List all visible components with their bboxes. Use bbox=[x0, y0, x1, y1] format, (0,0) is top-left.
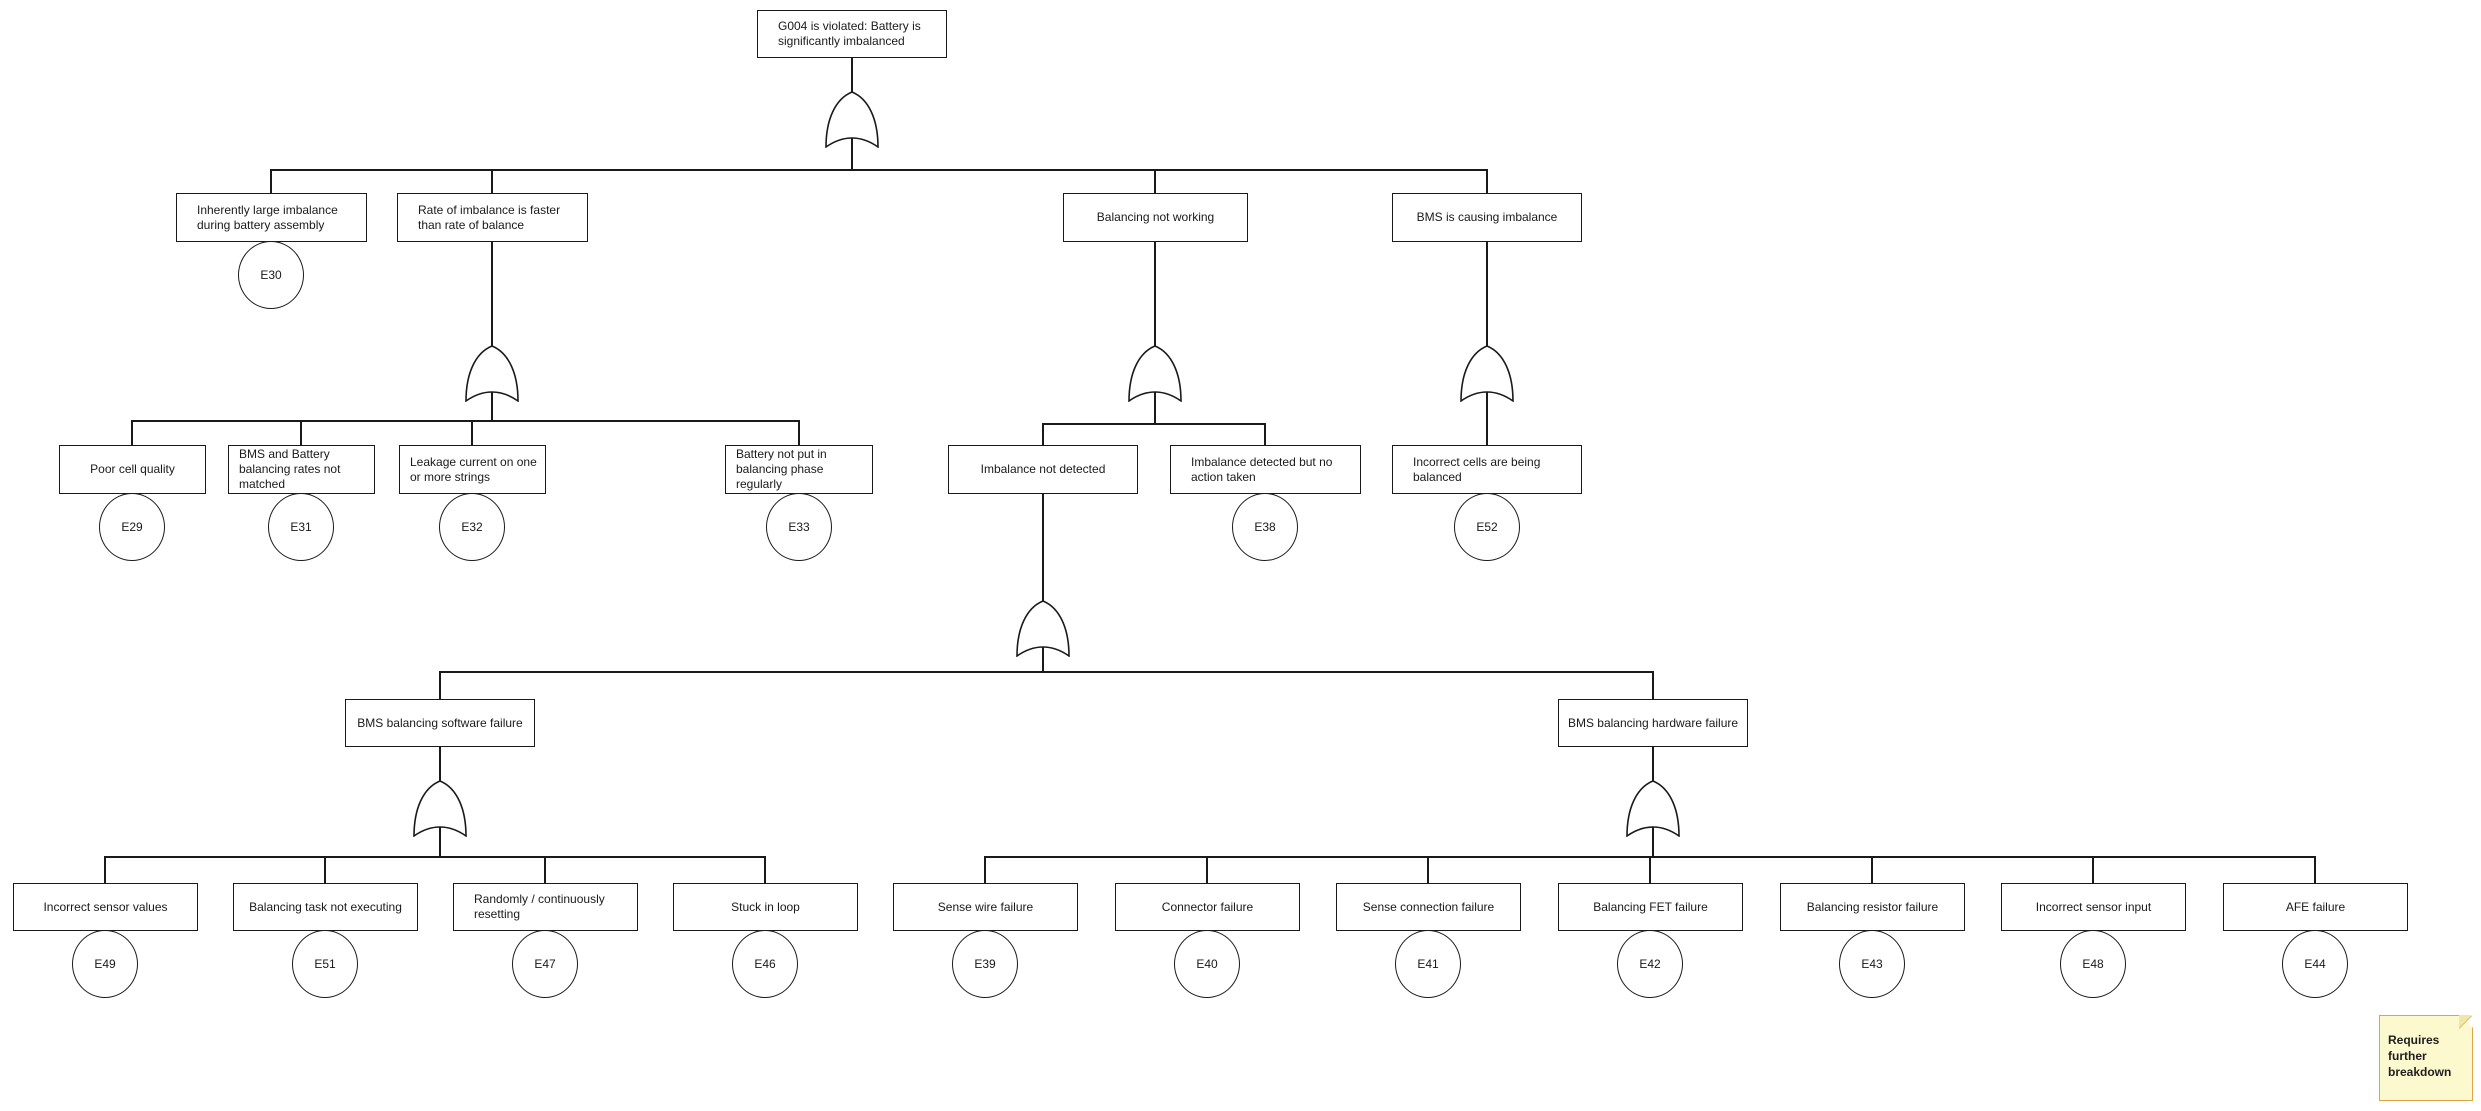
node-leakage-current[interactable]: Leakage current on one or more strings bbox=[399, 445, 546, 494]
node-inherent-imbalance[interactable]: Inherently large imbalance during batter… bbox=[176, 193, 367, 242]
connector bbox=[1871, 856, 1873, 883]
connector bbox=[1652, 747, 1654, 781]
connector bbox=[104, 856, 106, 883]
connector bbox=[439, 747, 441, 781]
basic-event-e29[interactable]: E29 bbox=[99, 493, 165, 561]
connector bbox=[1427, 856, 1429, 883]
basic-event-e52[interactable]: E52 bbox=[1454, 493, 1520, 561]
connector bbox=[851, 135, 853, 170]
node-task-not-executing[interactable]: Balancing task not executing bbox=[233, 883, 418, 931]
connector bbox=[439, 824, 441, 857]
node-bms-causing-imbalance[interactable]: BMS is causing imbalance bbox=[1392, 193, 1582, 242]
sticky-note-fold-icon bbox=[2459, 1015, 2472, 1028]
basic-event-e30[interactable]: E30 bbox=[238, 241, 304, 309]
connector bbox=[131, 420, 133, 445]
node-hw-failure[interactable]: BMS balancing hardware failure bbox=[1558, 699, 1748, 747]
connector bbox=[105, 856, 765, 858]
node-incorrect-cells-balanced[interactable]: Incorrect cells are being balanced bbox=[1392, 445, 1582, 494]
basic-event-e46[interactable]: E46 bbox=[732, 930, 798, 998]
sticky-note-text: Requires further breakdown bbox=[2388, 1033, 2452, 1079]
or-gate-icon[interactable] bbox=[412, 779, 468, 837]
connector bbox=[1206, 856, 1208, 883]
connector bbox=[1652, 671, 1654, 699]
connector bbox=[324, 856, 326, 883]
connector bbox=[2314, 856, 2316, 883]
node-rate-of-imbalance[interactable]: Rate of imbalance is faster than rate of… bbox=[397, 193, 588, 242]
node-poor-cell-quality[interactable]: Poor cell quality bbox=[59, 445, 206, 494]
basic-event-e48[interactable]: E48 bbox=[2060, 930, 2126, 998]
connector bbox=[491, 169, 493, 193]
node-rates-not-matched[interactable]: BMS and Battery balancing rates not matc… bbox=[228, 445, 375, 494]
connector bbox=[491, 242, 493, 347]
connector bbox=[1154, 242, 1156, 347]
connector bbox=[1042, 644, 1044, 672]
basic-event-e47[interactable]: E47 bbox=[512, 930, 578, 998]
connector bbox=[132, 420, 799, 422]
connector bbox=[439, 671, 441, 699]
node-imbalance-not-detected[interactable]: Imbalance not detected bbox=[948, 445, 1138, 494]
node-sw-failure[interactable]: BMS balancing software failure bbox=[345, 699, 535, 747]
connector bbox=[1154, 389, 1156, 424]
node-sense-wire-failure[interactable]: Sense wire failure bbox=[893, 883, 1078, 931]
connector bbox=[491, 389, 493, 421]
connector bbox=[1042, 494, 1044, 601]
node-afe-failure[interactable]: AFE failure bbox=[2223, 883, 2408, 931]
connector bbox=[1264, 423, 1266, 445]
connector bbox=[271, 169, 1487, 171]
connector bbox=[1486, 389, 1488, 445]
node-no-action-taken[interactable]: Imbalance detected but no action taken bbox=[1170, 445, 1361, 494]
basic-event-e44[interactable]: E44 bbox=[2282, 930, 2348, 998]
or-gate-icon[interactable] bbox=[1015, 599, 1071, 657]
connector bbox=[851, 58, 853, 92]
connector bbox=[984, 856, 986, 883]
connector bbox=[270, 169, 272, 193]
basic-event-e32[interactable]: E32 bbox=[439, 493, 505, 561]
node-sense-connection-failure[interactable]: Sense connection failure bbox=[1336, 883, 1521, 931]
node-balancing-resistor-failure[interactable]: Balancing resistor failure bbox=[1780, 883, 1965, 931]
basic-event-e33[interactable]: E33 bbox=[766, 493, 832, 561]
connector bbox=[1652, 824, 1654, 857]
node-balancing-not-working[interactable]: Balancing not working bbox=[1063, 193, 1248, 242]
connector bbox=[1486, 169, 1488, 193]
connector bbox=[764, 856, 766, 883]
basic-event-e40[interactable]: E40 bbox=[1174, 930, 1240, 998]
node-top-event[interactable]: G004 is violated: Battery is significant… bbox=[757, 10, 947, 58]
node-randomly-resetting[interactable]: Randomly / continuously resetting bbox=[453, 883, 638, 931]
connector bbox=[2092, 856, 2094, 883]
or-gate-icon[interactable] bbox=[464, 344, 520, 402]
or-gate-icon[interactable] bbox=[824, 90, 880, 148]
node-balancing-fet-failure[interactable]: Balancing FET failure bbox=[1558, 883, 1743, 931]
basic-event-e43[interactable]: E43 bbox=[1839, 930, 1905, 998]
connector bbox=[471, 420, 473, 445]
basic-event-e38[interactable]: E38 bbox=[1232, 493, 1298, 561]
basic-event-e49[interactable]: E49 bbox=[72, 930, 138, 998]
connector bbox=[1042, 423, 1044, 445]
node-incorrect-sensor-input[interactable]: Incorrect sensor input bbox=[2001, 883, 2186, 931]
connector bbox=[798, 420, 800, 445]
or-gate-icon[interactable] bbox=[1625, 779, 1681, 837]
connector bbox=[1649, 856, 1651, 883]
connector bbox=[1486, 242, 1488, 347]
connector bbox=[440, 671, 1653, 673]
basic-event-e42[interactable]: E42 bbox=[1617, 930, 1683, 998]
basic-event-e39[interactable]: E39 bbox=[952, 930, 1018, 998]
sticky-note[interactable]: Requires further breakdown bbox=[2379, 1015, 2473, 1101]
or-gate-icon[interactable] bbox=[1127, 344, 1183, 402]
node-stuck-in-loop[interactable]: Stuck in loop bbox=[673, 883, 858, 931]
node-incorrect-sensor-values[interactable]: Incorrect sensor values bbox=[13, 883, 198, 931]
or-gate-icon[interactable] bbox=[1459, 344, 1515, 402]
connector bbox=[300, 420, 302, 445]
basic-event-e51[interactable]: E51 bbox=[292, 930, 358, 998]
node-not-in-balancing-phase[interactable]: Battery not put in balancing phase regul… bbox=[725, 445, 873, 494]
connector bbox=[544, 856, 546, 883]
basic-event-e31[interactable]: E31 bbox=[268, 493, 334, 561]
connector bbox=[1043, 423, 1265, 425]
node-connector-failure[interactable]: Connector failure bbox=[1115, 883, 1300, 931]
basic-event-e41[interactable]: E41 bbox=[1395, 930, 1461, 998]
connector bbox=[1154, 169, 1156, 193]
